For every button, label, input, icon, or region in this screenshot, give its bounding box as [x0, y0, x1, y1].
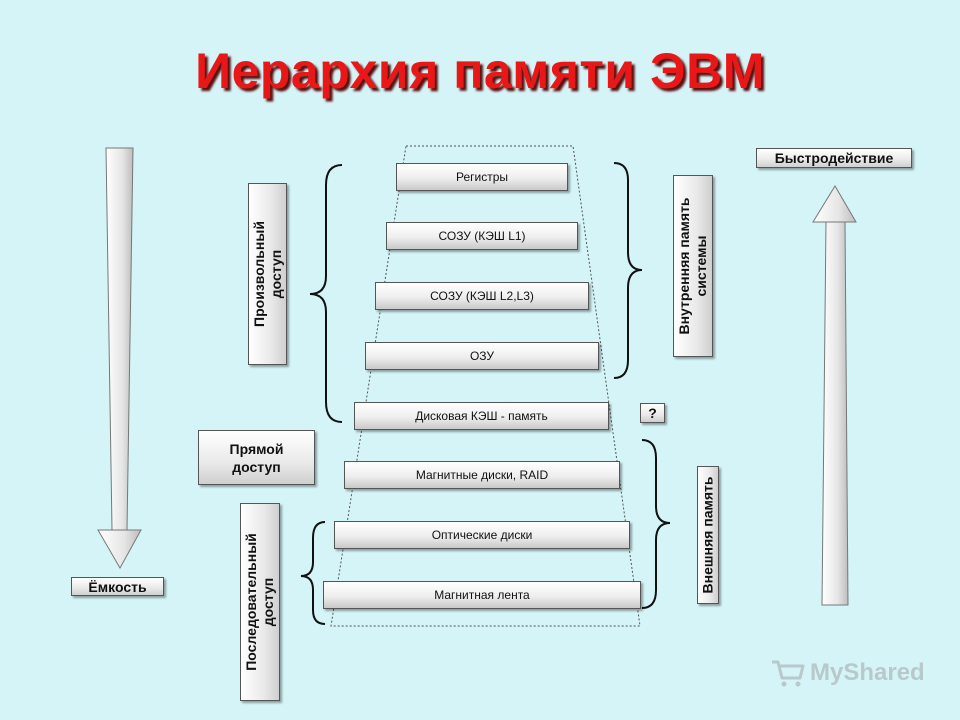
- sequential-access-line2: доступ: [260, 577, 276, 627]
- level-registers: Регистры: [396, 163, 568, 191]
- watermark-logo: MyShared: [770, 658, 925, 688]
- direct-access-line2: доступ: [232, 458, 281, 475]
- sequential-access-brace: [300, 521, 326, 625]
- direct-access-line1: Прямой: [229, 440, 284, 457]
- level-magnetic-tape: Магнитная лента: [323, 581, 641, 609]
- random-access-brace: [309, 164, 343, 423]
- random-access-line1: Произвольный: [250, 221, 267, 327]
- internal-memory-label: Внутренняя память системы: [673, 175, 713, 357]
- capacity-label: Ёмкость: [71, 577, 164, 596]
- question-mark-badge: ?: [640, 403, 665, 423]
- level-optical-disks: Оптические диски: [334, 521, 630, 549]
- random-access-line2: доступ: [267, 249, 284, 299]
- pyramid-outline: [330, 145, 641, 627]
- external-memory-text: Внешняя память: [699, 476, 716, 594]
- internal-memory-line1: Внутренняя память: [676, 197, 692, 335]
- external-memory-brace: [641, 439, 671, 609]
- internal-memory-brace: [613, 162, 643, 379]
- watermark-text: MyShared: [810, 659, 925, 686]
- page-title: Иерархия памяти ЭВМ: [195, 43, 765, 99]
- sequential-access-line1: Последовательный: [243, 533, 259, 671]
- speed-label: Быстродействие: [756, 148, 912, 168]
- level-ram: ОЗУ: [365, 342, 599, 370]
- level-disk-cache: Дисковая КЭШ - память: [354, 402, 609, 430]
- level-magnetic-disks: Магнитные диски, RAID: [344, 461, 620, 489]
- sequential-access-label: Последовательный доступ: [240, 503, 280, 701]
- random-access-label: Произвольный доступ: [248, 183, 287, 365]
- speed-arrow: [812, 185, 857, 606]
- level-sram-l1: СОЗУ (КЭШ L1): [386, 222, 578, 250]
- direct-access-label: Прямой доступ: [198, 430, 315, 485]
- capacity-arrow: [97, 147, 142, 570]
- internal-memory-line2: системы: [693, 235, 709, 297]
- cart-icon: [772, 660, 805, 687]
- level-sram-l2-l3: СОЗУ (КЭШ L2,L3): [375, 282, 589, 310]
- external-memory-label: Внешняя память: [697, 466, 719, 604]
